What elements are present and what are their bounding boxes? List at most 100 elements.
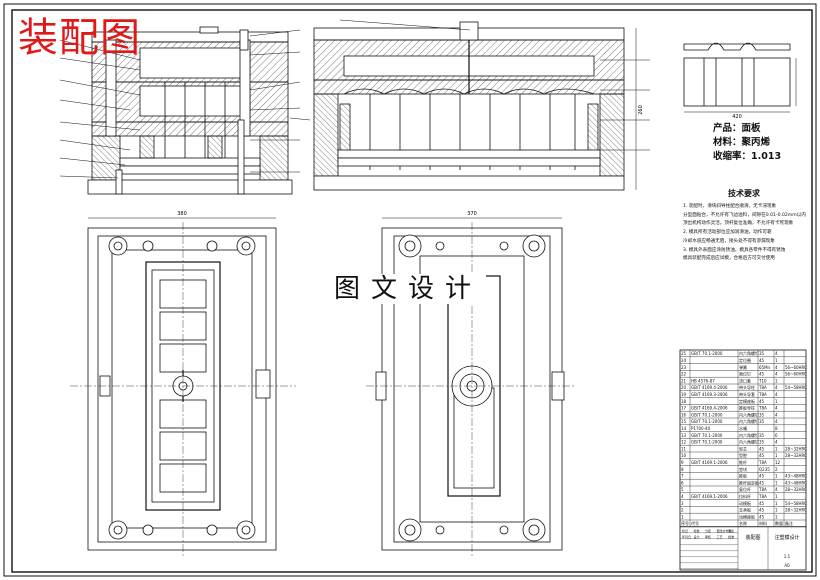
title-block-label: 签名: [728, 528, 734, 533]
bom-cell-note: 56~60HRC: [785, 365, 807, 370]
drawing-title-stamp: 装配图: [18, 15, 141, 61]
bom-cell-qty: 1: [775, 514, 778, 519]
bom-cell-mat: 45: [759, 372, 765, 377]
bom-cell-note: 备注: [785, 520, 793, 526]
bom-cell-qty: 1: [775, 446, 778, 451]
title-block-school: 注塑模设计: [774, 534, 799, 541]
bom-cell-no: 序号: [681, 520, 689, 526]
bom-cell-name: 动模板: [739, 500, 751, 506]
bom-cell-no: 17: [681, 406, 687, 411]
bom-cell-qty: 4: [775, 365, 778, 370]
bom-cell-qty: 12: [775, 460, 781, 465]
bom-cell-mat: 45: [759, 501, 765, 506]
bom-cell-no: 21: [681, 378, 687, 383]
bom-cell-name: 支承板: [739, 507, 751, 513]
bom-cell-mat: 35: [759, 433, 765, 438]
bom-cell-name: 弹簧: [739, 364, 747, 370]
bom-cell-qty: 4: [775, 406, 778, 411]
bom-cell-mat: 35: [759, 419, 765, 424]
table-row: 23 弹簧 65Mn 4 56~60HRC: [681, 364, 807, 370]
bom-cell-note: 43~48HRC: [785, 474, 807, 479]
bom-cell-qty: 4: [775, 372, 778, 377]
bom-cell-qty: 1: [775, 358, 778, 363]
bom-cell-mat: 45: [759, 514, 765, 519]
bom-cell-no: 13: [681, 433, 687, 438]
product-shrinkage: 收缩率：1.013: [713, 151, 782, 162]
bom-cell-no: 25: [681, 351, 687, 356]
bom-cell-code: GB/T 70.1-2000: [691, 351, 723, 356]
title-block-label: 更改文件号: [717, 528, 732, 533]
dim-height-side: 260: [638, 105, 644, 115]
bom-cell-name: 定模座板: [739, 398, 755, 404]
bom-cell-no: 15: [681, 419, 687, 424]
bom-cell-note: 28~32HRC: [785, 508, 807, 513]
note-line: 分型面贴合，不允许有飞边溢料，间隙在0.01-0.02mm以内: [683, 212, 806, 218]
bom-cell-qty: 4: [775, 385, 778, 390]
bom-cell-code: GB/T 70.1-2000: [691, 433, 723, 438]
bom-cell-mat: 45: [759, 399, 765, 404]
bom-cell-code: GB/T 4169.3-2006: [691, 392, 728, 397]
bom-cell-mat: T8A: [758, 487, 767, 492]
title-block-drawing-title: 装配图: [745, 534, 760, 541]
bom-cell-code: GB/T 4169.1-2006: [691, 494, 728, 499]
bom-cell-qty: 1: [775, 453, 778, 458]
title-block-label: 设计: [694, 534, 700, 539]
bom-cell-qty: 4: [775, 392, 778, 397]
bom-cell-no: 14: [681, 426, 687, 431]
bom-cell-mat: T8A: [758, 494, 767, 499]
bom-cell-qty: 4: [775, 419, 778, 424]
note-line: 1. 装配时，滑块斜导柱配合顺滑，无卡滞现象: [683, 204, 777, 209]
technical-requirements: 技术要求 1. 装配时，滑块斜导柱配合顺滑，无卡滞现象 分型面贴合，不允许有飞边…: [683, 188, 806, 264]
bom-cell-mat: 65Mn: [759, 365, 771, 370]
bom-cell-name: 名称: [739, 520, 747, 526]
bom-cell-no: 6: [681, 480, 684, 485]
bom-cell-name: 推杆固定板: [739, 479, 759, 485]
bom-cell-mat: 45: [759, 453, 765, 458]
bom-cell-name: 推板导柱: [739, 405, 755, 411]
title-block-label: 工艺: [717, 534, 723, 539]
bom-cell-no: 18: [681, 399, 687, 404]
bom-cell-qty: 1: [775, 474, 778, 479]
bom-cell-name: 复位杆: [739, 486, 751, 492]
technical-requirements-heading: 技术要求: [728, 189, 760, 198]
bom-cell-code: GB/T 70.1-2000: [691, 419, 723, 424]
bom-cell-name: 内六角螺钉: [739, 439, 759, 445]
front-plan-view: [70, 217, 296, 556]
dim-width-front: 380: [177, 211, 187, 217]
bom-cell-no: 23: [681, 365, 687, 370]
title-block-scale: 1:1: [784, 554, 791, 559]
bom-cell-mat: T8A: [758, 392, 767, 397]
bom-cell-code: GB/T 70.1-2000: [691, 440, 723, 445]
bom-cell-note: 56~60HRC: [785, 372, 807, 377]
bom-cell-mat: 材料: [759, 520, 767, 526]
bom-cell-note: 54~58HRC: [785, 385, 807, 390]
bom-cell-qty: 1: [775, 508, 778, 513]
bom-cell-code: GB/T 4169.4-2006: [691, 406, 728, 411]
bom-cell-name: 带头导柱: [739, 384, 755, 390]
title-block-label: 年月日: [682, 534, 691, 539]
note-line: 冷却水道应畅通无阻，接头处不得有渗漏现象: [683, 238, 775, 244]
bom-cell-name: 内六角螺钉: [739, 411, 759, 417]
bom-cell-mat: 35: [759, 351, 765, 356]
bom-cell-note: 54~58HRC: [785, 501, 807, 506]
bom-cell-qty: 4: [775, 487, 778, 492]
bom-cell-mat: T8A: [758, 385, 767, 390]
bom-cell-no: 8: [681, 467, 684, 472]
bom-cell-qty: 1: [775, 494, 778, 499]
bom-cell-name: 推板: [739, 473, 747, 479]
